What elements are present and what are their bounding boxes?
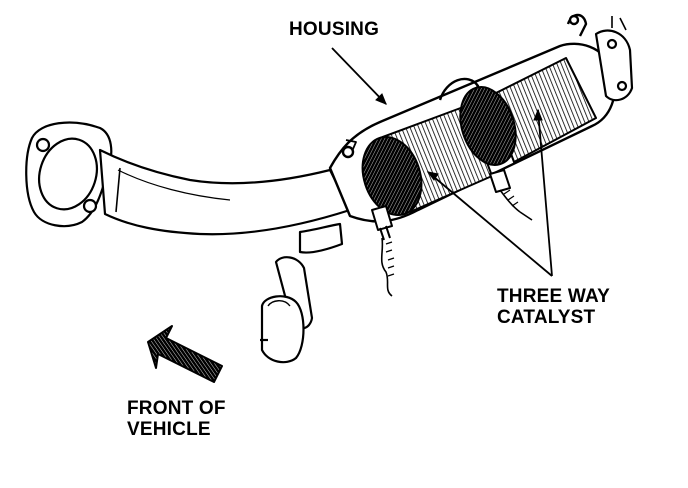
catalyst-label-line2: CATALYST	[497, 307, 596, 328]
hanger-bracket	[260, 222, 344, 364]
front-label-line1: FRONT OF	[127, 398, 226, 419]
oxygen-sensor-rear	[489, 169, 533, 221]
front-pipe	[98, 148, 352, 236]
catalyst-label-line1: THREE WAY	[497, 286, 611, 307]
front-flange	[25, 121, 113, 228]
rear-flange	[594, 16, 634, 102]
leader-lines	[331, 47, 553, 277]
catalyst-substrate-rear	[459, 57, 597, 166]
three-way-catalyst-label: THREE WAY CATALYST	[497, 286, 610, 328]
leader-arrowheads	[375, 93, 543, 181]
front-of-vehicle-label: FRONT OF VEHICLE	[127, 398, 226, 440]
front-label-line2: VEHICLE	[127, 419, 211, 440]
oxygen-sensor-front	[371, 205, 395, 297]
front-direction-arrow	[147, 325, 223, 383]
housing-label: HOUSING	[289, 19, 380, 40]
